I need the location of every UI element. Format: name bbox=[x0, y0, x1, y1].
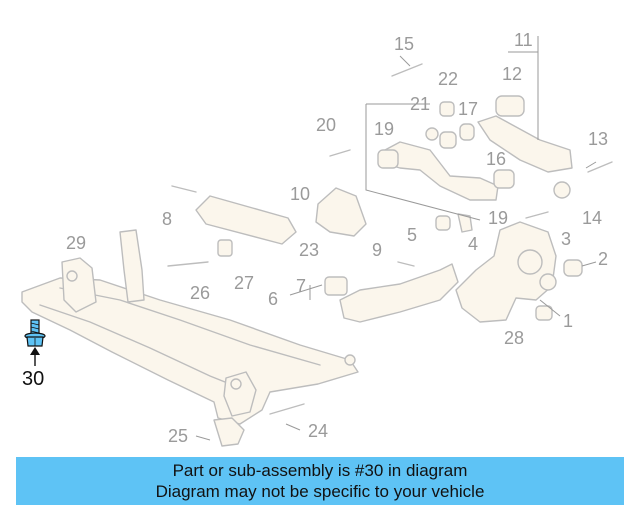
part-label-30[interactable]: 30 bbox=[22, 368, 44, 390]
part-label-4[interactable]: 4 bbox=[468, 234, 478, 254]
caption-line-2: Diagram may not be specific to your vehi… bbox=[155, 482, 485, 501]
caption-banner: Part or sub-assembly is #30 in diagram D… bbox=[16, 457, 624, 505]
subframe bbox=[21, 229, 359, 447]
small-hardware bbox=[167, 63, 613, 415]
part-label-3[interactable]: 3 bbox=[561, 229, 571, 249]
part-label-5[interactable]: 5 bbox=[407, 225, 417, 245]
part-label-7[interactable]: 7 bbox=[296, 276, 306, 296]
part-label-6[interactable]: 6 bbox=[268, 289, 278, 309]
knuckle-hub bbox=[455, 221, 583, 323]
part-label-21[interactable]: 21 bbox=[410, 94, 430, 114]
part-label-26[interactable]: 26 bbox=[190, 283, 210, 303]
part-label-8[interactable]: 8 bbox=[162, 209, 172, 229]
part-label-27[interactable]: 27 bbox=[234, 273, 254, 293]
part-label-29[interactable]: 29 bbox=[66, 233, 86, 253]
part-label-16[interactable]: 16 bbox=[486, 149, 506, 169]
part-label-20[interactable]: 20 bbox=[316, 115, 336, 135]
part-label-23[interactable]: 23 bbox=[299, 240, 319, 260]
part-label-2[interactable]: 2 bbox=[598, 249, 608, 269]
upper-control-arm bbox=[377, 141, 515, 201]
part-label-24[interactable]: 24 bbox=[308, 421, 328, 441]
part-label-22[interactable]: 22 bbox=[438, 69, 458, 89]
part-label-15[interactable]: 15 bbox=[394, 34, 414, 54]
part-label-25[interactable]: 25 bbox=[168, 426, 188, 446]
part-label-9[interactable]: 9 bbox=[372, 240, 382, 260]
link-23 bbox=[195, 195, 297, 257]
part-label-17[interactable]: 17 bbox=[458, 99, 478, 119]
part-label-13[interactable]: 13 bbox=[588, 129, 608, 149]
caption-line-1: Part or sub-assembly is #30 in diagram bbox=[172, 461, 468, 480]
lower-link-arm bbox=[477, 95, 573, 199]
trailing-arm bbox=[324, 263, 459, 323]
part-number-labels: 1 2 3 4 5 6 7 8 9 10 11 12 13 14 15 16 1… bbox=[66, 30, 608, 446]
bracket-10 bbox=[315, 187, 367, 237]
part-label-10[interactable]: 10 bbox=[290, 184, 310, 204]
part-label-12[interactable]: 12 bbox=[502, 64, 522, 84]
part-label-28[interactable]: 28 bbox=[504, 328, 524, 348]
part-label-19-upper[interactable]: 19 bbox=[374, 119, 394, 139]
part-label-19-lower[interactable]: 19 bbox=[488, 208, 508, 228]
part-label-1[interactable]: 1 bbox=[563, 311, 573, 331]
part-30-arrow bbox=[30, 347, 40, 366]
callout-lines bbox=[195, 36, 597, 441]
part-label-14[interactable]: 14 bbox=[582, 208, 602, 228]
part-label-11[interactable]: 11 bbox=[514, 30, 533, 50]
flange-bolt-icon[interactable] bbox=[24, 319, 46, 347]
